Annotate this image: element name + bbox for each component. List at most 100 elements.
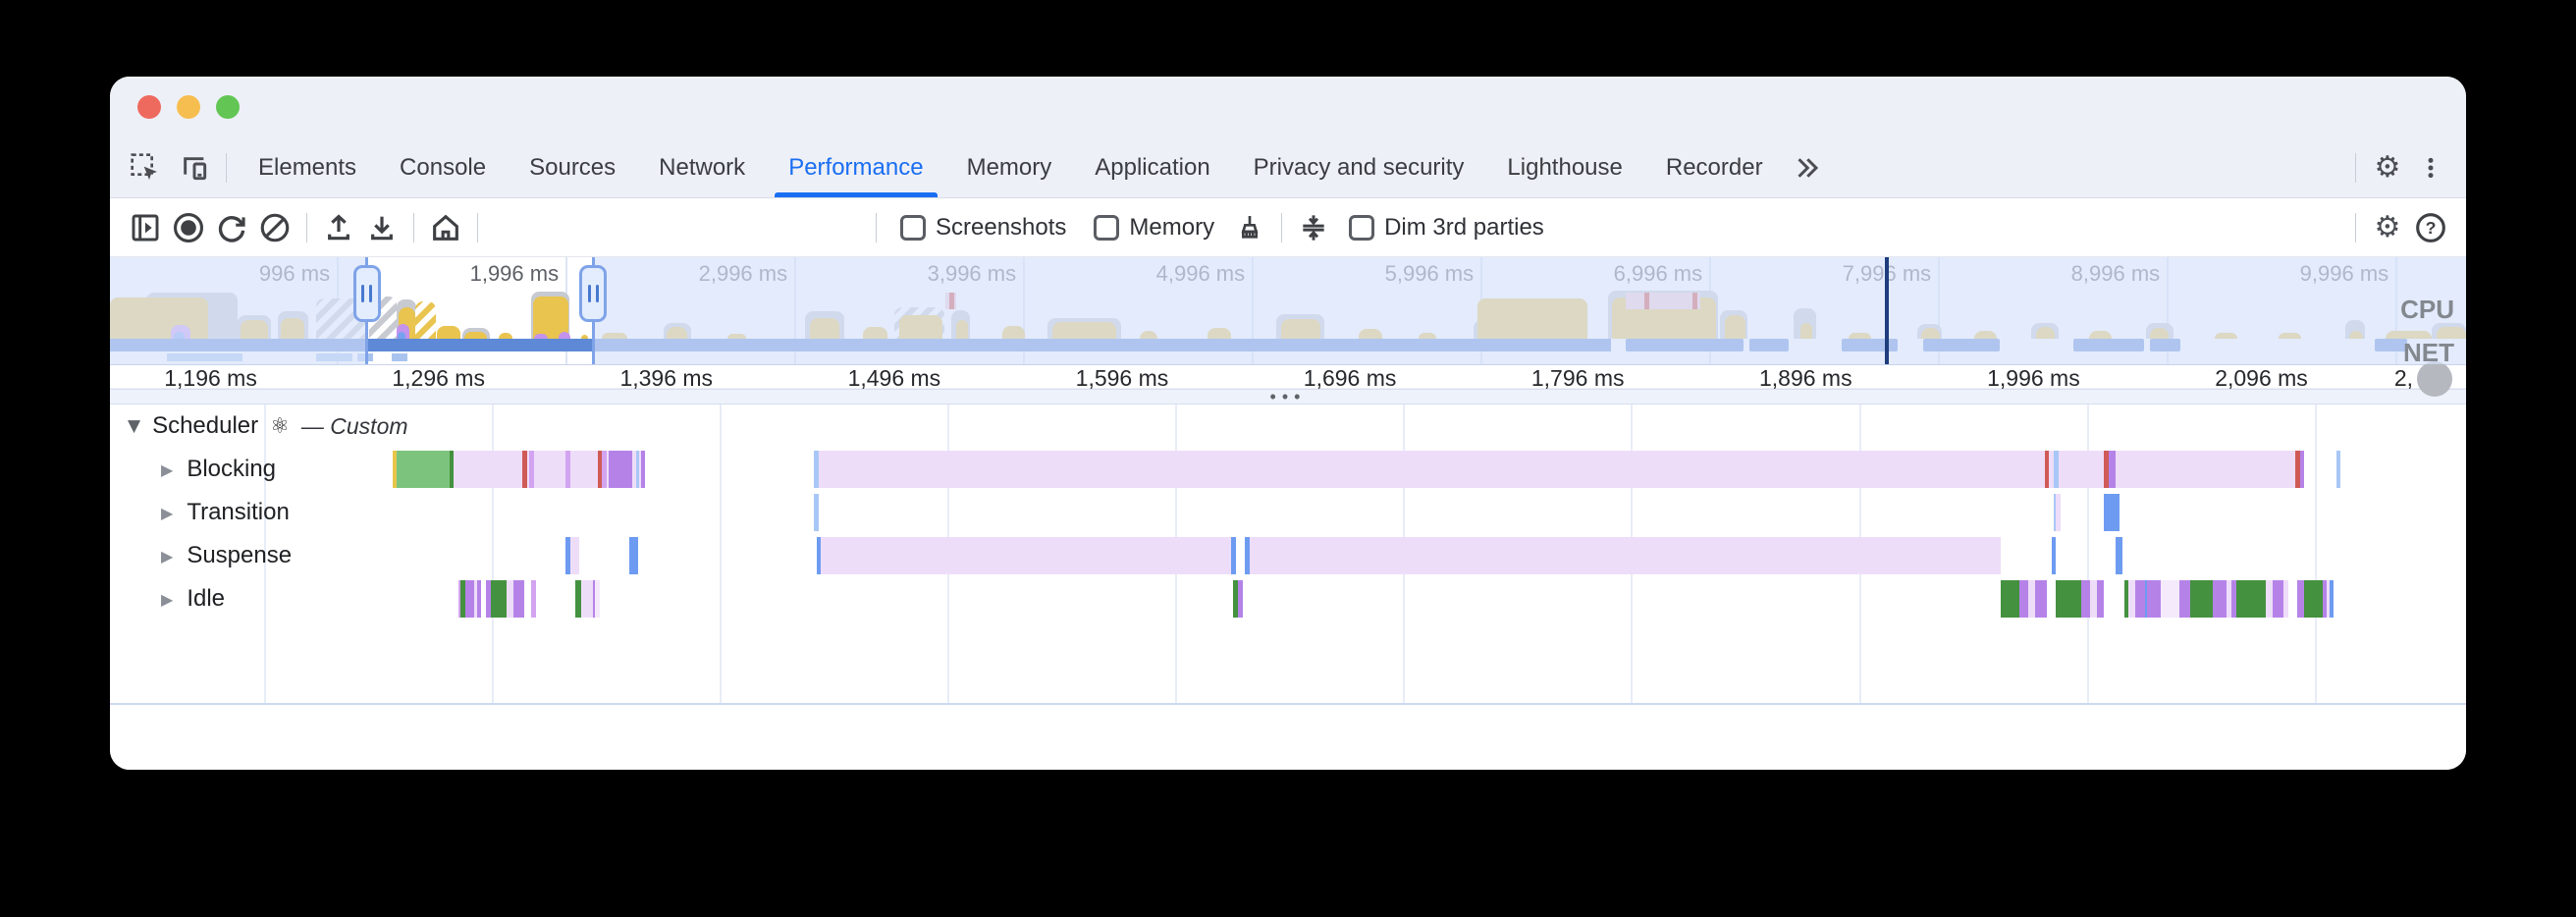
- timeline-event[interactable]: [1245, 537, 2002, 574]
- timeline-event[interactable]: [570, 537, 579, 574]
- timeline-event[interactable]: [2028, 580, 2035, 618]
- screenshots-checkbox[interactable]: [900, 215, 926, 241]
- tab-memory[interactable]: Memory: [945, 137, 1074, 197]
- timeline-event[interactable]: [1245, 537, 1250, 574]
- timeline-event[interactable]: [529, 451, 534, 488]
- capture-settings-gear-icon[interactable]: ⚙: [2366, 206, 2409, 249]
- timeline-event[interactable]: [629, 537, 638, 574]
- zoom-window-button[interactable]: [216, 95, 240, 119]
- timeline-event[interactable]: [2081, 580, 2090, 618]
- timeline-event[interactable]: [2190, 580, 2213, 618]
- save-profile-icon[interactable]: [360, 206, 403, 249]
- timeline-event[interactable]: [602, 451, 607, 488]
- timeline-event[interactable]: [2056, 580, 2081, 618]
- record-icon[interactable]: [167, 206, 210, 249]
- track-row-transition[interactable]: ▶Transition: [110, 493, 2466, 532]
- record-and-reload-icon[interactable]: [210, 206, 253, 249]
- timeline-event[interactable]: [2297, 580, 2304, 618]
- minimize-window-button[interactable]: [177, 95, 200, 119]
- timeline-event[interactable]: [2090, 580, 2097, 618]
- timeline-event[interactable]: [2104, 494, 2120, 531]
- timeline-event[interactable]: [2147, 580, 2161, 618]
- timeline-event[interactable]: [2273, 580, 2284, 618]
- tab-lighthouse[interactable]: Lighthouse: [1485, 137, 1643, 197]
- timeline-event[interactable]: [2001, 580, 2019, 618]
- tab-sources[interactable]: Sources: [508, 137, 637, 197]
- timeline-event[interactable]: [2128, 580, 2135, 618]
- timeline-event[interactable]: [636, 451, 639, 488]
- timeline-event[interactable]: [2035, 580, 2047, 618]
- memory-checkbox[interactable]: [1094, 215, 1119, 241]
- timeline-event[interactable]: [575, 580, 582, 618]
- timeline-event[interactable]: [2019, 580, 2028, 618]
- track-row-idle[interactable]: ▶Idle: [110, 579, 2466, 619]
- overview-playhead[interactable]: [1885, 257, 1889, 364]
- selection-handle-left[interactable]: [353, 265, 381, 322]
- timeline-event[interactable]: [2213, 580, 2227, 618]
- timeline-event[interactable]: [2109, 451, 2116, 488]
- clear-icon[interactable]: [253, 206, 296, 249]
- timeline-event[interactable]: [2097, 580, 2104, 618]
- timeline-event[interactable]: [491, 580, 507, 618]
- customize-menu-icon[interactable]: [2409, 146, 2452, 189]
- expand-triangle-icon[interactable]: ▶: [161, 547, 173, 566]
- timeline-event[interactable]: [581, 580, 593, 618]
- timeline-event[interactable]: [565, 451, 570, 488]
- scrollbar-thumb[interactable]: [2417, 361, 2452, 397]
- track-area[interactable]: ▼ Scheduler ⚛ — Custom ▶Blocking ▶Transit…: [110, 405, 2466, 703]
- help-icon[interactable]: ?: [2409, 206, 2452, 249]
- timeline-event[interactable]: [2161, 580, 2179, 618]
- timeline-event[interactable]: [2135, 580, 2144, 618]
- more-tabs-icon[interactable]: [1785, 146, 1828, 189]
- dim-3rd-parties-toggle[interactable]: Dim 3rd parties: [1349, 214, 1544, 242]
- overview-strip[interactable]: CPU NET 996 ms1,996 ms2,996 ms3,996 ms4,…: [110, 257, 2466, 365]
- tab-privacy-and-security[interactable]: Privacy and security: [1232, 137, 1486, 197]
- tab-performance[interactable]: Performance: [767, 137, 944, 197]
- screenshots-toggle[interactable]: Screenshots: [900, 214, 1066, 242]
- timeline-event[interactable]: [2056, 494, 2061, 531]
- timeline-event[interactable]: [2052, 537, 2057, 574]
- timeline-event[interactable]: [465, 580, 474, 618]
- timeline-event[interactable]: [2179, 580, 2191, 618]
- scheduler-track-header[interactable]: ▼ Scheduler ⚛ — Custom: [128, 412, 408, 440]
- timeline-event[interactable]: [2054, 451, 2059, 488]
- timeline-event[interactable]: [477, 580, 482, 618]
- tab-recorder[interactable]: Recorder: [1644, 137, 1785, 197]
- timeline-event[interactable]: [2266, 580, 2273, 618]
- timeline-event[interactable]: [2116, 537, 2122, 574]
- close-window-button[interactable]: [137, 95, 161, 119]
- tab-elements[interactable]: Elements: [237, 137, 378, 197]
- timeline-event[interactable]: [1238, 580, 1243, 618]
- tab-console[interactable]: Console: [378, 137, 508, 197]
- expand-triangle-icon[interactable]: ▶: [161, 590, 173, 609]
- timeline-event[interactable]: [819, 451, 2304, 488]
- device-toolbar-icon[interactable]: [173, 146, 216, 189]
- timeline-event[interactable]: [2336, 451, 2341, 488]
- collapse-triangle-icon[interactable]: ▼: [128, 416, 140, 436]
- track-row-suspense[interactable]: ▶Suspense: [110, 536, 2466, 575]
- live-metrics-home-icon[interactable]: [424, 206, 467, 249]
- timeline-event[interactable]: [2300, 451, 2305, 488]
- tab-network[interactable]: Network: [637, 137, 767, 197]
- timeline-event[interactable]: [397, 451, 449, 488]
- expand-triangle-icon[interactable]: ▶: [161, 460, 173, 479]
- expand-triangle-icon[interactable]: ▶: [161, 504, 173, 522]
- timeline-event[interactable]: [641, 451, 646, 488]
- timeline-event[interactable]: [2283, 580, 2288, 618]
- track-row-blocking[interactable]: ▶Blocking: [110, 450, 2466, 489]
- selection-handle-right[interactable]: [579, 265, 607, 322]
- timeline-event[interactable]: [1231, 537, 1236, 574]
- timeline-event[interactable]: [817, 537, 1236, 574]
- timeline-event[interactable]: [522, 451, 527, 488]
- collect-garbage-icon[interactable]: [1228, 206, 1271, 249]
- timeline-event[interactable]: [2045, 451, 2050, 488]
- timeline-event[interactable]: [507, 580, 513, 618]
- settings-gear-icon[interactable]: ⚙: [2366, 146, 2409, 189]
- timeline-event[interactable]: [814, 494, 819, 531]
- timeline-event[interactable]: [2304, 580, 2323, 618]
- timeline-event[interactable]: [2330, 580, 2334, 618]
- timeline-event[interactable]: [2236, 580, 2266, 618]
- timeline-event[interactable]: [531, 580, 536, 618]
- dim-3rd-parties-checkbox[interactable]: [1349, 215, 1374, 241]
- memory-toggle[interactable]: Memory: [1094, 214, 1214, 242]
